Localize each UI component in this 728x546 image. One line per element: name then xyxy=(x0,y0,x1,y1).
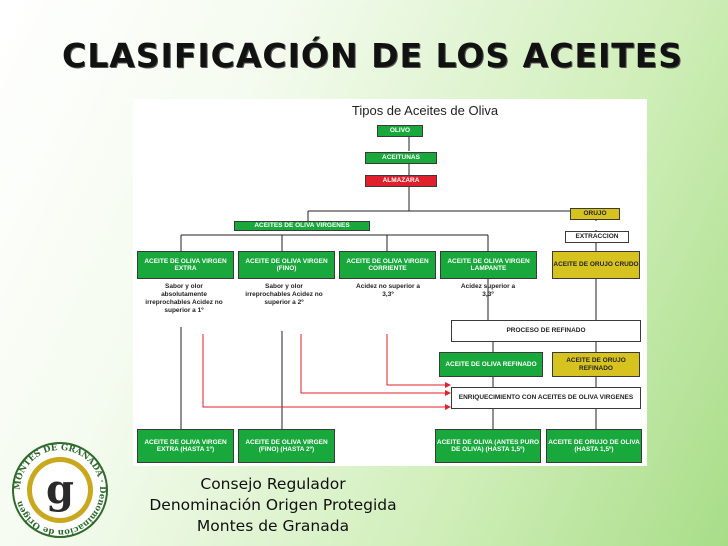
note-virgen-lampante: Acidez superior a 3,3º xyxy=(460,283,516,299)
slide-title: CLASIFICACIÓN DE LOS ACEITES xyxy=(62,36,684,75)
diagram-title: Tipos de Aceites de Oliva xyxy=(351,103,499,118)
output-aceite-oliva: ACEITE DE OLIVA (ANTES PURO DE OLIVA) (H… xyxy=(435,429,541,463)
output-virgen-extra: ACEITE DE OLIVA VIRGEN EXTRA (HASTA 1º) xyxy=(137,429,234,463)
note-virgen-corriente: Acidez no superior a 3,3º xyxy=(356,283,420,299)
node-virgen-lampante: ACEITE DE OLIVA VIRGEN LAMPANTE xyxy=(440,251,537,279)
connector-lines xyxy=(180,137,597,429)
node-almazara: ALMAZARA xyxy=(365,175,437,187)
node-aceite-orujo-refinado: ACEITE DE ORUJO REFINADO xyxy=(552,352,640,377)
node-extraccion: EXTRACCION xyxy=(565,231,629,243)
output-virgen-fino: ACEITE DE OLIVA VIRGEN (FINO) (HASTA 2º) xyxy=(238,429,335,463)
node-virgen-corriente: ACEITE DE OLIVA VIRGEN CORRIENTE xyxy=(339,251,436,279)
node-olivo: OLIVO xyxy=(377,125,423,137)
footer-line-3: Montes de Granada xyxy=(196,517,350,535)
node-proceso-refinado: PROCESO DE REFINADO xyxy=(451,320,641,342)
node-virgen-extra: ACEITE DE OLIVA VIRGEN EXTRA xyxy=(137,251,234,279)
node-aceitunas: ACEITUNAS xyxy=(365,152,437,164)
footer-text: Consejo Regulador Denominación Origen Pr… xyxy=(128,474,418,537)
footer-line-1: Consejo Regulador xyxy=(200,475,346,493)
node-aceite-oliva-refinado: ACEITE DE OLIVA REFINADO xyxy=(439,352,543,377)
footer-line-2: Denominación Origen Protegida xyxy=(149,496,397,514)
node-orujo-crudo: ACEITE DE ORUJO CRUDO xyxy=(552,251,640,279)
olive-oil-types-diagram: Tipos de Aceites de Oliva xyxy=(133,99,647,466)
node-orujo: ORUJO xyxy=(570,208,620,220)
output-aceite-orujo: ACEITE DE ORUJO DE OLIVA (HASTA 1,5º) xyxy=(546,429,642,463)
montes-de-granada-logo: MONTES DE GRANADA · Denominación de Orig… xyxy=(12,442,108,538)
node-virgen-fino: ACEITE DE OLIVA VIRGEN (FINO) xyxy=(238,251,335,279)
node-aceites-virgenes: ACEITES DE OLIVA VIRGENES xyxy=(234,221,370,231)
node-enriquecimiento: ENRIQUECIMIENTO CON ACEITES DE OLIVA VIR… xyxy=(451,387,641,409)
note-virgen-fino: Sabor y olor irreprochables Acidez no su… xyxy=(245,283,323,307)
note-virgen-extra: Sabor y olor absolutamente irreprochable… xyxy=(145,283,223,315)
logo-letter: g xyxy=(46,466,74,513)
